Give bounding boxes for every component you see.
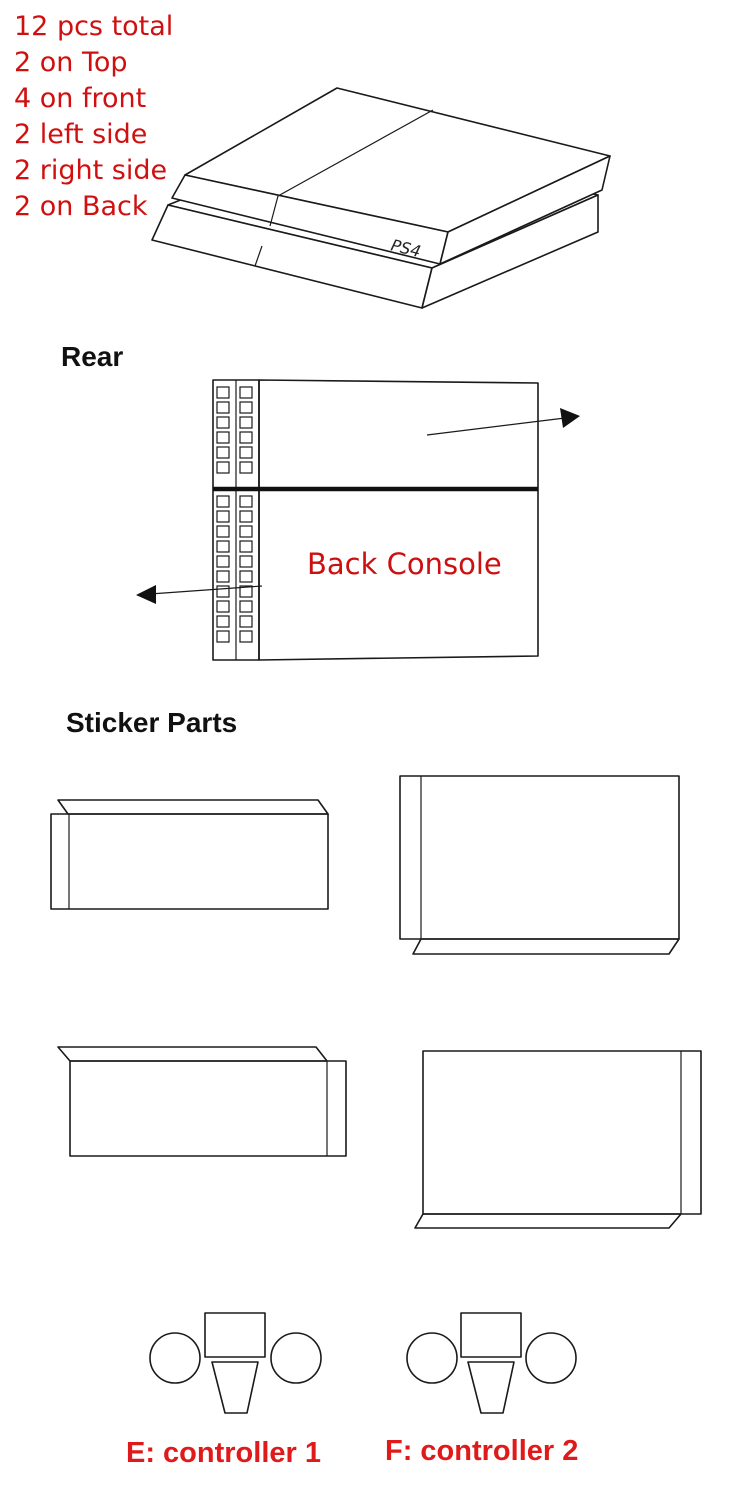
vent-square <box>216 510 230 523</box>
vent-square <box>216 540 230 553</box>
note-left: 2 left side <box>14 119 147 150</box>
vent-square <box>239 585 253 598</box>
vent-square <box>216 495 230 508</box>
rear-vent-grid <box>216 386 253 643</box>
note-front: 4 on front <box>14 83 146 114</box>
vent-square <box>216 416 230 429</box>
vent-square <box>216 615 230 628</box>
vent-square <box>216 570 230 583</box>
vent-square <box>239 401 253 414</box>
vent-square <box>216 446 230 459</box>
rear-console-drawing <box>136 379 580 661</box>
vent-square <box>239 555 253 568</box>
vent-square <box>239 615 253 628</box>
vent-square <box>239 510 253 523</box>
vent-square <box>216 431 230 444</box>
sticker-parts-heading: Sticker Parts <box>66 707 237 738</box>
note-back: 2 on Back <box>14 191 148 222</box>
vent-square <box>216 585 230 598</box>
vent-square <box>239 446 253 459</box>
vent-square <box>216 555 230 568</box>
vent-square <box>239 461 253 474</box>
vent-square <box>239 431 253 444</box>
vent-square <box>239 540 253 553</box>
sticker-part-right-2 <box>414 1050 702 1229</box>
vent-square <box>216 600 230 613</box>
note-right: 2 right side <box>14 155 167 186</box>
sticker-part-left-1 <box>50 799 329 910</box>
vent-square <box>216 525 230 538</box>
vent-square <box>216 630 230 643</box>
note-top: 2 on Top <box>14 47 128 78</box>
vent-square <box>239 525 253 538</box>
controller-sticker-f <box>406 1312 577 1414</box>
controller-1-label: E: controller 1 <box>126 1437 321 1469</box>
rear-heading: Rear <box>61 341 123 372</box>
controller-2-label: F: controller 2 <box>385 1435 578 1467</box>
back-console-label: Back Console <box>307 547 502 581</box>
sticker-count-notes: 12 pcs total 2 on Top 4 on front 2 left … <box>14 11 173 222</box>
ps4-console-drawing: PS4 <box>151 87 611 309</box>
vent-square <box>216 386 230 399</box>
vent-square <box>239 416 253 429</box>
note-total: 12 pcs total <box>14 11 173 42</box>
vent-square <box>239 386 253 399</box>
vent-square <box>216 461 230 474</box>
sticker-part-left-2 <box>57 1046 347 1157</box>
vent-square <box>216 401 230 414</box>
vent-square <box>239 630 253 643</box>
vent-square <box>239 495 253 508</box>
vent-square <box>239 570 253 583</box>
vent-square <box>239 600 253 613</box>
sticker-part-right-1 <box>399 775 680 955</box>
controller-sticker-e <box>149 1312 322 1414</box>
